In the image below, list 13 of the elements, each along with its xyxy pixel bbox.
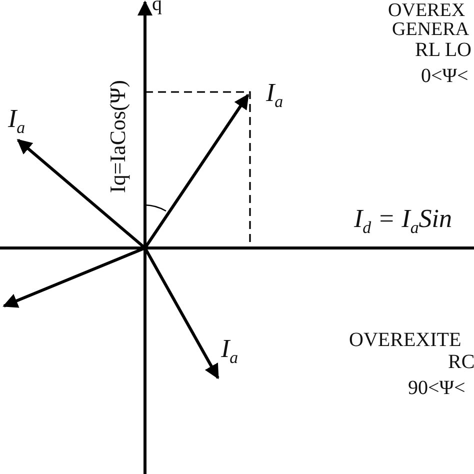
region-label: GENERA bbox=[392, 20, 470, 39]
phasor-label: I$_{a}$ bbox=[8, 106, 26, 137]
phasor-label: I$_{a}$ bbox=[221, 336, 238, 367]
axis-label: q bbox=[152, 0, 162, 14]
region-label: RL LO bbox=[415, 40, 472, 60]
component-label: Iq=IaCos(Ψ) bbox=[107, 80, 129, 193]
region-label: 90<Ψ< bbox=[408, 378, 466, 398]
component-label: I$_{d}$ = I$_{a}$Sin bbox=[354, 206, 452, 237]
region-label: OVEREXITE bbox=[349, 330, 462, 350]
phasor-label: I$_{a}$ bbox=[266, 80, 284, 111]
region-label: 0<Ψ< bbox=[421, 66, 468, 86]
region-label: OVEREX bbox=[388, 1, 466, 20]
region-label: RC bbox=[448, 352, 474, 372]
